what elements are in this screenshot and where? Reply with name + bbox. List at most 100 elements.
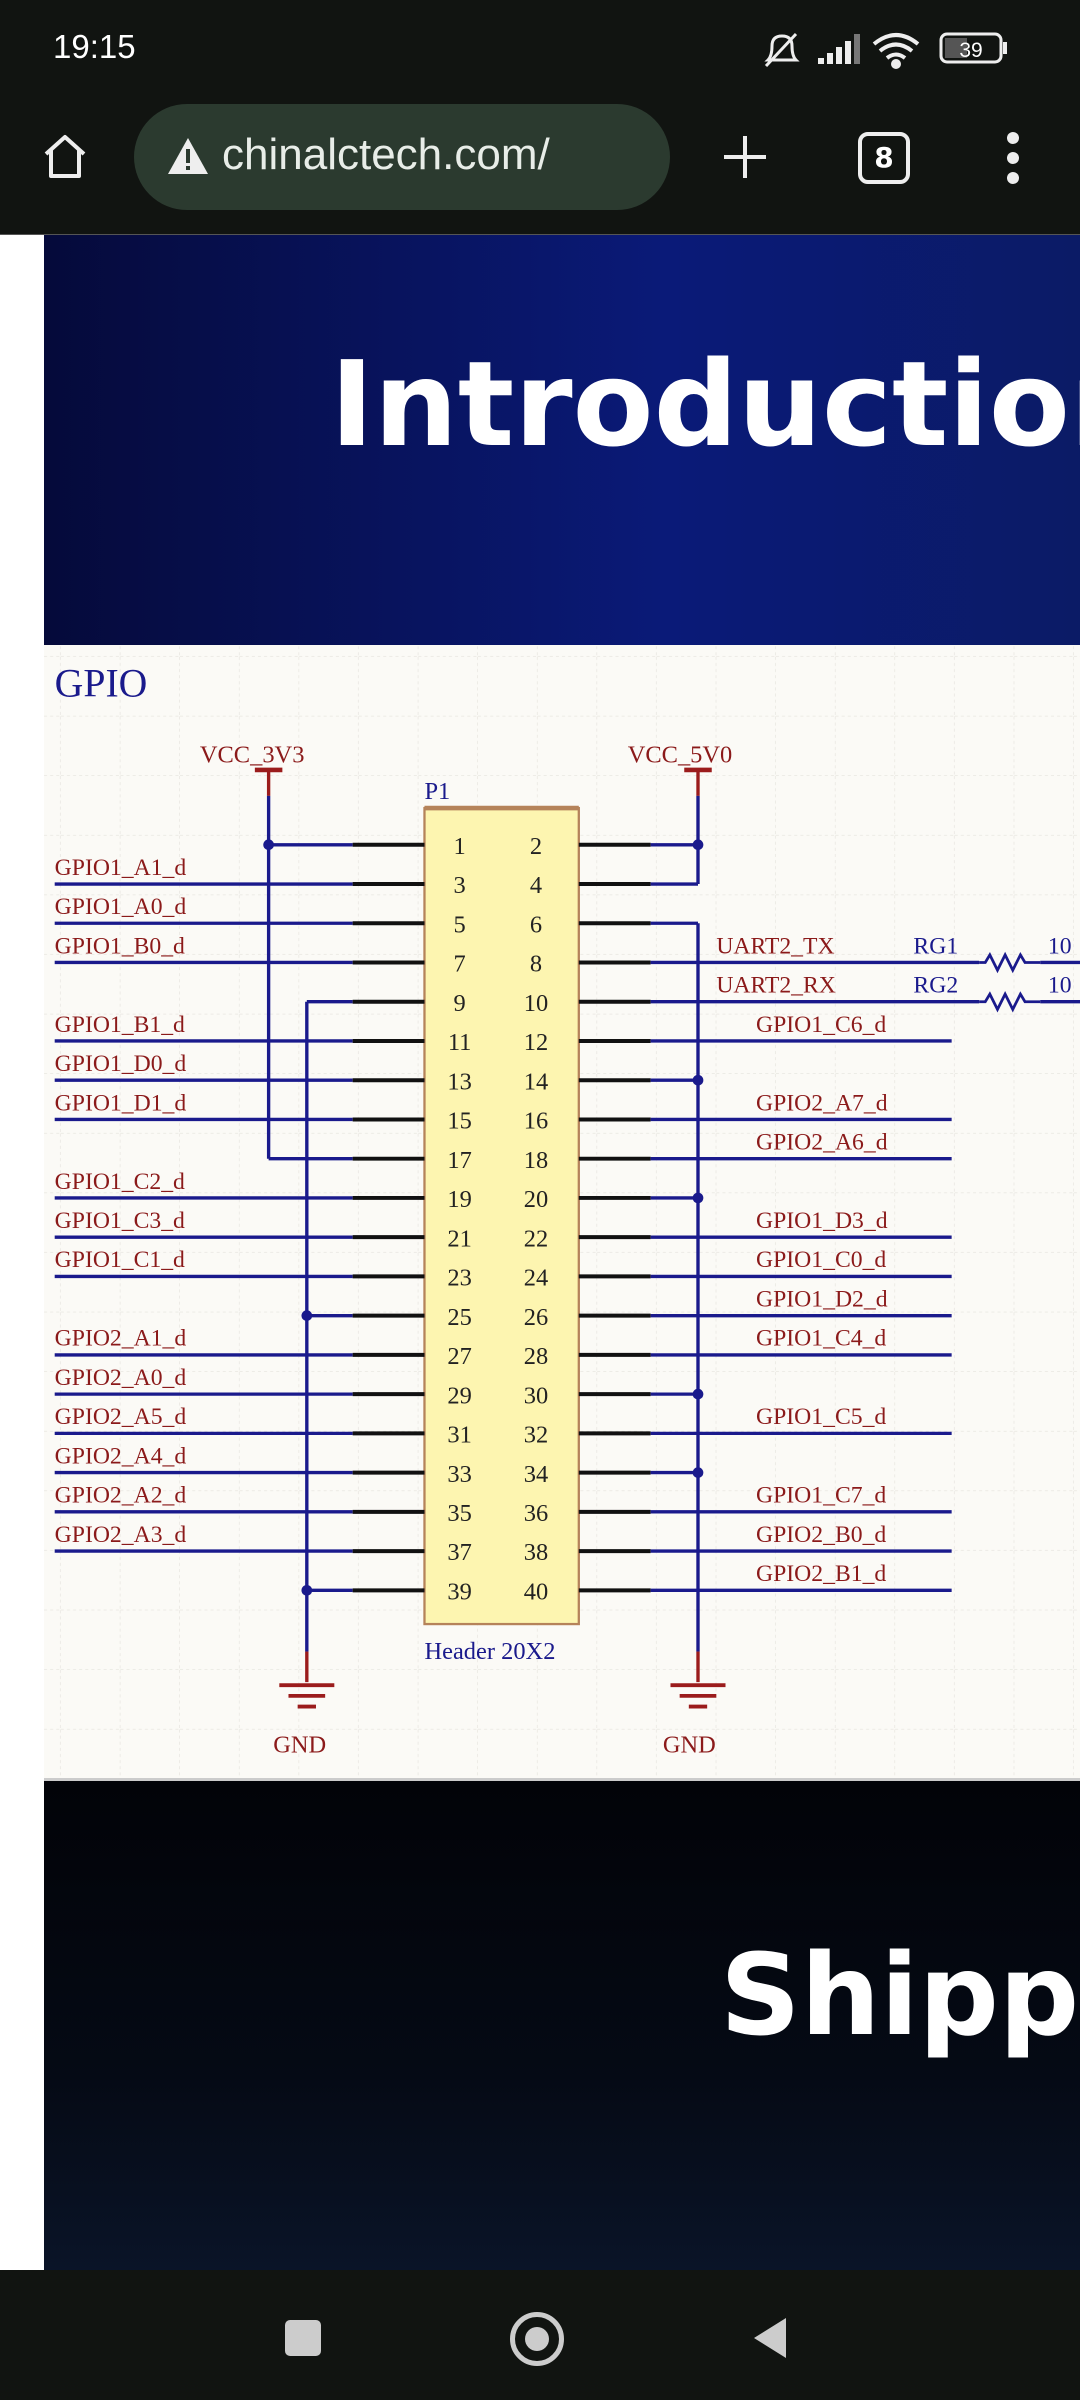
schematic-drawing: GPIO VCC_3V3 VCC_5V0 P1 Header 20X2 GND … — [44, 646, 1080, 1777]
pin-number: 29 — [447, 1382, 471, 1409]
net-label-right: GPIO1_D2_d — [756, 1286, 888, 1312]
junction-dot — [301, 1584, 313, 1596]
net-label-left: GPIO1_C3_d — [55, 1208, 185, 1234]
pin-number: 15 — [447, 1108, 471, 1135]
schematic-title: GPIO — [55, 662, 148, 706]
pin-number: 5 — [454, 911, 466, 938]
battery-level: 39 — [959, 39, 982, 62]
resistor-zigzag — [979, 951, 1041, 974]
net-label-right: GPIO1_C4_d — [756, 1326, 886, 1352]
net-label-right: UART2_TX — [716, 933, 834, 959]
resistor-label: RG1 — [913, 933, 958, 959]
status-bar: 19:15 39 — [0, 0, 1080, 100]
pin-number: 30 — [524, 1382, 548, 1409]
pin-number: 31 — [447, 1422, 471, 1449]
pin-number: 21 — [447, 1225, 471, 1252]
pin-number: 32 — [524, 1422, 548, 1449]
junction-dot — [692, 1467, 704, 1478]
gnd-label-right: GND — [663, 1731, 716, 1758]
header-body — [423, 806, 580, 1626]
pin-number: 17 — [447, 1147, 471, 1174]
gpio-schematic: GPIO VCC_3V3 VCC_5V0 P1 Header 20X2 GND … — [44, 645, 1080, 1778]
net-label-left: GPIO2_A4_d — [55, 1443, 187, 1469]
junction-dot — [692, 1388, 704, 1400]
pin-number: 40 — [524, 1578, 548, 1605]
web-content: Introduction GPIO VCC_3V3 VCC_5V0 P1 Hea… — [0, 235, 1080, 2273]
pin-number: 1 — [454, 833, 466, 860]
net-label-left: GPIO2_A1_d — [55, 1326, 187, 1352]
warning-icon[interactable] — [166, 136, 210, 176]
net-label-left: GPIO2_A2_d — [55, 1483, 187, 1509]
pin-number: 38 — [524, 1539, 548, 1566]
home-circle-icon[interactable] — [510, 2312, 564, 2366]
pin-number: 22 — [524, 1225, 548, 1252]
url-text[interactable]: chinalctech.com/ — [222, 130, 550, 179]
pin-number: 28 — [524, 1343, 548, 1370]
net-label-left: GPIO1_C2_d — [55, 1169, 185, 1195]
introduction-heading: Introduction — [330, 335, 1080, 473]
junction-dot — [692, 839, 704, 851]
bell-muted-icon — [764, 32, 800, 68]
pin-number: 4 — [530, 872, 542, 899]
pin-number: 34 — [524, 1461, 548, 1488]
home-icon[interactable] — [40, 132, 90, 182]
pin-number: 26 — [524, 1304, 548, 1331]
net-label-right: GPIO1_C6_d — [756, 1012, 886, 1038]
vcc-3v3-label: VCC_3V3 — [200, 741, 305, 768]
browser-toolbar: chinalctech.com/ 8 — [0, 100, 1080, 236]
pin-number: 24 — [524, 1265, 548, 1292]
pin-number: 12 — [524, 1029, 548, 1056]
tabs-button[interactable]: 8 — [858, 132, 910, 184]
net-label-left: GPIO1_B0_d — [55, 933, 185, 959]
net-label-left: GPIO2_A5_d — [55, 1404, 187, 1430]
pin-number: 33 — [447, 1461, 471, 1488]
junction-dot — [692, 1074, 704, 1086]
net-label-right: GPIO2_A6_d — [756, 1130, 888, 1156]
junction-dot — [301, 1310, 313, 1321]
battery-icon: 39 — [939, 32, 1007, 64]
pin-number: 7 — [454, 951, 466, 978]
net-label-left: GPIO1_A1_d — [55, 855, 187, 881]
gnd-label-left: GND — [273, 1731, 326, 1758]
net-label-right: GPIO1_C5_d — [756, 1404, 886, 1430]
pin-number: 18 — [524, 1147, 548, 1174]
net-label-right: GPIO2_B0_d — [756, 1522, 886, 1548]
pin-number: 16 — [524, 1108, 548, 1135]
back-triangle-icon[interactable] — [750, 2315, 790, 2361]
pin-number: 3 — [454, 872, 466, 899]
pin-number: 39 — [447, 1578, 471, 1605]
net-label-left: GPIO1_A0_d — [55, 894, 187, 920]
net-label-right: UART2_RX — [716, 973, 836, 999]
pin-number: 25 — [447, 1304, 471, 1331]
net-label-left: GPIO1_D1_d — [55, 1090, 187, 1116]
net-label-right: GPIO1_C7_d — [756, 1483, 886, 1509]
net-label-right: GPIO2_B1_d — [756, 1561, 886, 1587]
pin-number: 35 — [447, 1500, 471, 1527]
wifi-icon — [872, 33, 920, 69]
navigation-bar — [0, 2270, 1080, 2400]
junction-dot — [692, 1192, 704, 1204]
introduction-banner: Introduction — [44, 235, 1080, 645]
more-vert-icon[interactable] — [1000, 130, 1026, 186]
pin-number: 20 — [524, 1186, 548, 1213]
pin-number: 27 — [447, 1343, 471, 1370]
recents-square-icon[interactable] — [285, 2320, 321, 2356]
pin-number: 6 — [530, 911, 542, 938]
signal-icon — [818, 34, 860, 64]
pin-number: 10 — [524, 990, 548, 1017]
pin-number: 8 — [530, 951, 542, 978]
part-name: Header 20X2 — [424, 1638, 555, 1665]
net-label-left: GPIO1_C1_d — [55, 1247, 185, 1273]
pin-number: 13 — [447, 1068, 471, 1095]
address-bar[interactable]: chinalctech.com/ — [134, 104, 670, 210]
clock: 19:15 — [53, 28, 136, 65]
resistor-value: 10 — [1048, 973, 1072, 999]
net-label-right: GPIO2_A7_d — [756, 1090, 888, 1116]
resistor-value: 10 — [1048, 933, 1072, 959]
pin-number: 19 — [447, 1186, 471, 1213]
part-ref: P1 — [424, 778, 450, 805]
plus-icon[interactable] — [722, 134, 768, 180]
pin-number: 11 — [448, 1029, 472, 1056]
pin-number: 14 — [524, 1068, 548, 1095]
pin-number: 2 — [530, 833, 542, 860]
